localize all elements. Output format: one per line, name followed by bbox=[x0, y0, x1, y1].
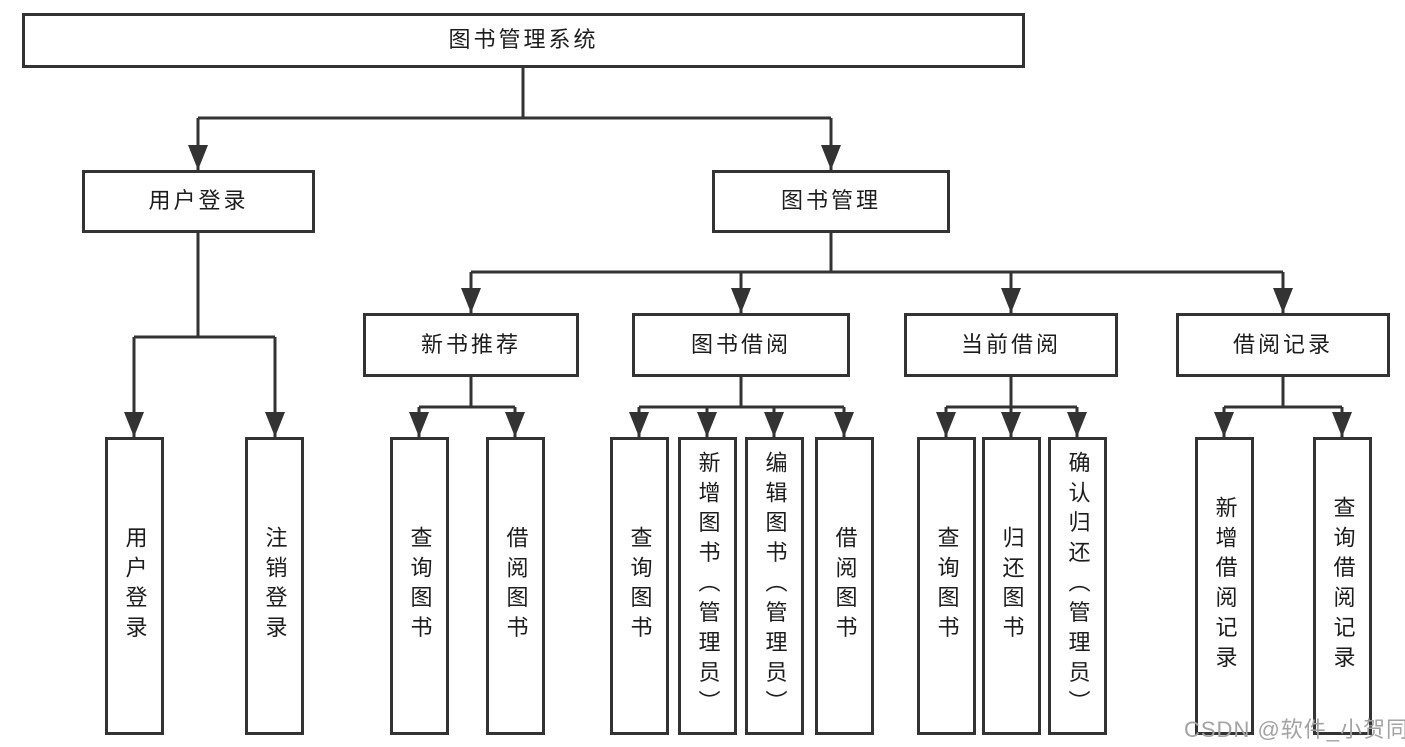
connector-user-login-bracket bbox=[134, 233, 275, 339]
leaf-logout: 注销登录 bbox=[245, 437, 304, 735]
csdn-watermark: CSDN @软件_小贺同学 bbox=[1184, 717, 1405, 742]
connector-current-bracket bbox=[946, 377, 1077, 409]
leaf-edit-books-admin: 编辑图书（管理员） bbox=[745, 437, 804, 735]
leaf-user-login-label: 用户登录 bbox=[122, 526, 148, 646]
leaf-confirm-return-admin-label: 确认归还（管理员） bbox=[1065, 451, 1091, 721]
leaf-query-books-recommend-label: 查询图书 bbox=[407, 526, 433, 646]
leaf-add-borrow-record-label: 新增借阅记录 bbox=[1212, 496, 1238, 676]
leaf-logout-label: 注销登录 bbox=[262, 526, 288, 646]
connector-borrow-bracket bbox=[639, 377, 844, 409]
node-system-root-label: 图书管理系统 bbox=[448, 27, 599, 53]
node-borrow-record-label: 借阅记录 bbox=[1232, 331, 1333, 357]
leaf-borrow-books-label: 借阅图书 bbox=[832, 526, 858, 646]
node-book-management-label: 图书管理 bbox=[780, 188, 881, 214]
connector-new-book-bracket bbox=[419, 377, 515, 409]
leaf-borrow-books: 借阅图书 bbox=[815, 437, 874, 735]
node-current-borrow: 当前借阅 bbox=[904, 313, 1118, 377]
leaf-return-books-label: 归还图书 bbox=[999, 526, 1025, 646]
leaf-query-books-borrow-label: 查询图书 bbox=[627, 526, 653, 646]
node-user-login: 用户登录 bbox=[82, 170, 315, 233]
leaf-add-borrow-record: 新增借阅记录 bbox=[1195, 437, 1254, 735]
leaf-borrow-books-recommend: 借阅图书 bbox=[486, 437, 545, 735]
node-new-book-recommend-label: 新书推荐 bbox=[420, 331, 521, 357]
node-book-borrow: 图书借阅 bbox=[632, 313, 850, 377]
node-borrow-record: 借阅记录 bbox=[1176, 313, 1390, 377]
leaf-query-books-current: 查询图书 bbox=[917, 437, 976, 735]
leaf-borrow-books-recommend-label: 借阅图书 bbox=[503, 526, 529, 646]
leaf-user-login: 用户登录 bbox=[105, 437, 164, 735]
node-user-login-label: 用户登录 bbox=[148, 188, 249, 214]
node-book-management: 图书管理 bbox=[712, 170, 950, 233]
leaf-query-borrow-record: 查询借阅记录 bbox=[1313, 437, 1372, 735]
node-book-borrow-label: 图书借阅 bbox=[690, 331, 791, 357]
leaf-query-borrow-record-label: 查询借阅记录 bbox=[1330, 496, 1356, 676]
connector-book-mgmt-bracket bbox=[471, 233, 1283, 274]
node-system-root: 图书管理系统 bbox=[22, 13, 1025, 68]
leaf-query-books-current-label: 查询图书 bbox=[934, 526, 960, 646]
leaf-edit-books-admin-label: 编辑图书（管理员） bbox=[762, 451, 788, 721]
node-new-book-recommend: 新书推荐 bbox=[363, 313, 579, 377]
connector-root-bracket bbox=[198, 68, 831, 120]
leaf-query-books-recommend: 查询图书 bbox=[390, 437, 449, 735]
leaf-add-books-admin: 新增图书（管理员） bbox=[678, 437, 737, 735]
leaf-return-books: 归还图书 bbox=[982, 437, 1041, 735]
leaf-add-books-admin-label: 新增图书（管理员） bbox=[695, 451, 721, 721]
leaf-confirm-return-admin: 确认归还（管理员） bbox=[1048, 437, 1107, 735]
connector-record-bracket bbox=[1224, 377, 1342, 409]
leaf-query-books-borrow: 查询图书 bbox=[610, 437, 669, 735]
node-current-borrow-label: 当前借阅 bbox=[960, 331, 1061, 357]
